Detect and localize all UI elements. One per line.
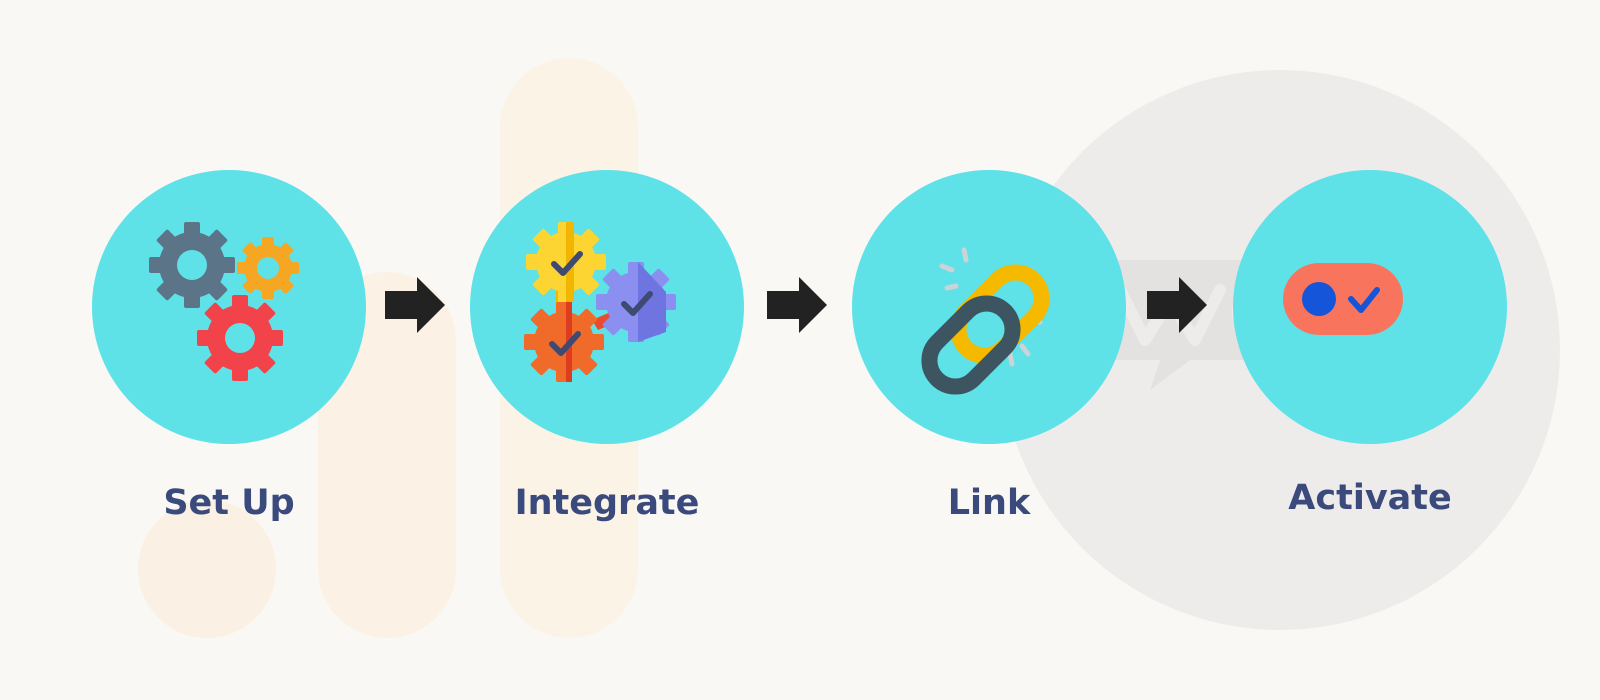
arrow-right-icon	[767, 277, 827, 333]
step-circle-activate	[1233, 170, 1507, 444]
step-label-setup: Set Up	[163, 483, 295, 523]
arrow-right-icon	[385, 277, 445, 333]
toggle-check-icon	[1283, 263, 1403, 335]
chain-link-icon	[921, 247, 1050, 395]
step-circle-link	[852, 170, 1126, 444]
step-label-activate: Activate	[1288, 478, 1452, 518]
step-circle-setup	[92, 170, 366, 444]
arrow-right-icon	[1147, 277, 1207, 333]
step-circle-integrate	[470, 170, 744, 444]
analytics-dot	[138, 500, 276, 638]
step-label-link: Link	[947, 483, 1031, 523]
integration-gears-check-icon	[524, 222, 676, 382]
step-label-integrate: Integrate	[514, 483, 700, 523]
gears-icon	[149, 222, 299, 381]
